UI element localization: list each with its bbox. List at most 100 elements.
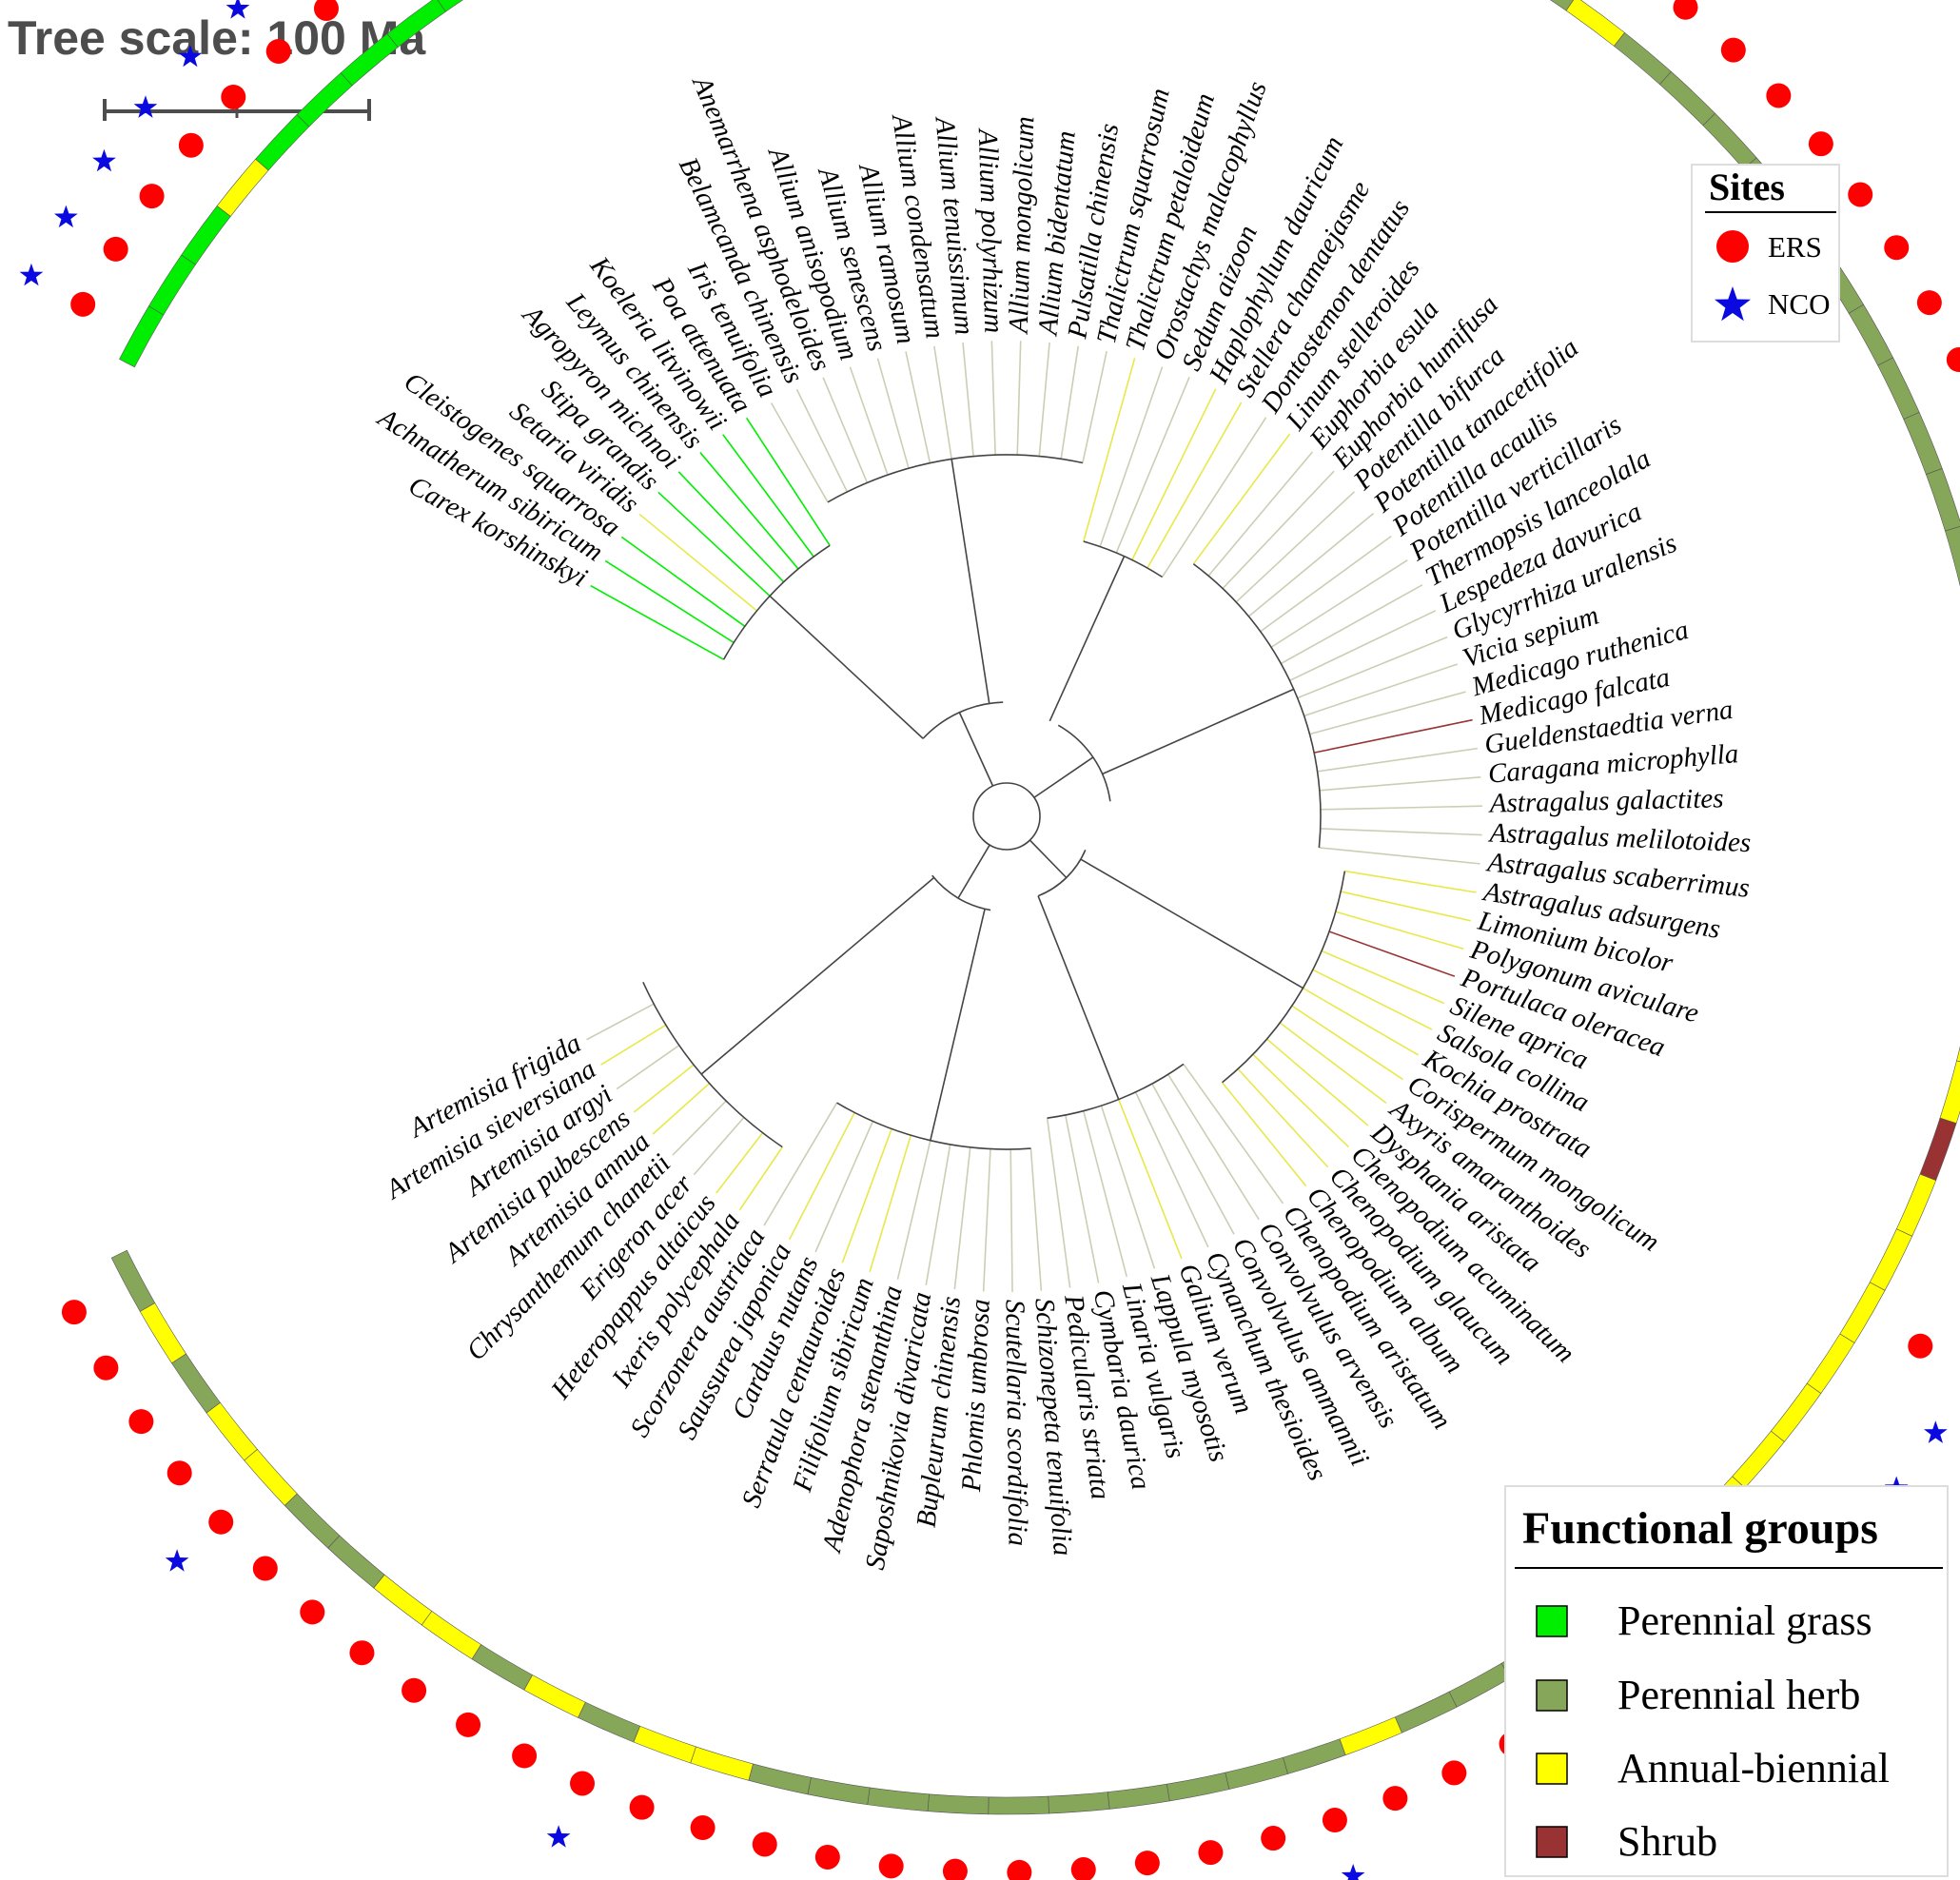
ers-marker-carex-korshinskyi (70, 291, 96, 317)
groups-legend-box (1504, 1485, 1949, 1877)
branch-convolvulus-ammannii (1151, 1083, 1235, 1235)
branch-allium-polyrhizum (990, 341, 996, 456)
ring-segment-axyris-amaranthoides (1770, 1382, 1822, 1442)
nco-marker-carduus-nutans (546, 1825, 571, 1848)
branch-erigeron-acer (693, 1116, 745, 1176)
ring-segment-glycyrrhiza-uralensis (1903, 411, 1943, 476)
functional-group-ring (110, 0, 1960, 1815)
branch-galium-verum (1117, 1099, 1183, 1260)
ring-segment-erigeron-acer (327, 1535, 385, 1589)
ers-marker-potentilla-tanacetifolia (1808, 131, 1833, 157)
clade-stem-6 (930, 909, 986, 1141)
ring-segment-stipa-grandis (255, 114, 310, 171)
branch-allium-condensatum (933, 345, 952, 460)
ring-segment-pedicularis-striata (1107, 1783, 1170, 1810)
branch-astragalus-adsurgens (1344, 870, 1477, 893)
ers-legend-marker (1716, 230, 1749, 263)
branch-koeleria-litvinowii (722, 434, 814, 558)
species-label-astragalus-galactites: Astragalus galactites (1487, 783, 1723, 818)
ring-segment-lappula-myosotis (1283, 1738, 1346, 1774)
branch-polygonum-aviculare (1335, 911, 1464, 950)
ring-segment-bupleurum-chinensis (867, 1787, 930, 1812)
ers-marker-heteropappus-altaicus (349, 1640, 375, 1666)
functional-groups-legend: Functional groups Perennial grass Perenn… (1504, 1485, 1949, 1877)
ers-marker-kochia-prostrata (1908, 1333, 1933, 1359)
branch-medicago-falcata (1313, 718, 1473, 754)
inner-stem-3 (957, 844, 990, 899)
annual-biennial-swatch (1536, 1753, 1568, 1785)
ring-segment-vicia-sepium (1925, 468, 1960, 532)
branch-allium-tenuissimum (962, 343, 974, 457)
ring-segment-dysphania-aristata (1732, 1430, 1785, 1489)
branch-artemisia-annua (652, 1083, 711, 1135)
species-label-scutellaria-scordifolia: Scutellaria scordifolia (999, 1300, 1032, 1546)
nco-legend-marker (1715, 286, 1751, 322)
ring-segment-linum-stelleroides (1565, 0, 1625, 47)
clade-stem-2 (1049, 556, 1126, 722)
ring-segment-euphorbia-esula (1613, 31, 1672, 86)
ers-marker-cynanchum-thesioides (1441, 1760, 1467, 1786)
sites-legend: Sites ERS NCO (1691, 164, 1840, 343)
ers-marker-potentilla-bifurca (1766, 83, 1792, 108)
ers-marker-serratula-centauroides (629, 1794, 655, 1820)
branch-gueldenstaedtia-verna (1317, 747, 1478, 773)
ers-marker-lappula-myosotis (1322, 1808, 1347, 1833)
sites-legend-box (1691, 164, 1840, 343)
branch-saussurea-japonica (788, 1112, 855, 1241)
branch-pedicularis-striata (1046, 1118, 1071, 1288)
branch-dontostemon-dentatus (1161, 417, 1267, 578)
branch-allium-ramosum (905, 351, 931, 463)
ers-marker-ixeris-polycephala (402, 1677, 427, 1703)
shrub-label: Shrub (1617, 1818, 1717, 1865)
ring-segment-lespedeza-davurica (1877, 357, 1920, 421)
branch-bupleurum-chinensis (953, 1146, 971, 1290)
branch-linaria-vulgaris (1082, 1110, 1127, 1278)
branch-astragalus-galactites (1320, 805, 1482, 811)
branch-anemarrhena-asphodeloides (822, 377, 869, 483)
branch-potentilla-tanacetifolia (1247, 512, 1375, 617)
ring-segment-artemisia-annua (244, 1448, 298, 1506)
branch-carex-korshinskyi (590, 584, 725, 660)
clade-stem-5 (1037, 895, 1120, 1100)
ers-marker-setaria-viridis (178, 132, 204, 158)
tree-branches (586, 341, 1482, 1292)
ring-segment-ixeris-polycephala (421, 1610, 482, 1660)
branch-euphorbia-humifusa (1222, 470, 1335, 590)
ring-segment-achnatherum-sibiricum (147, 254, 196, 316)
ring-segment-saussurea-japonica (523, 1674, 586, 1718)
branch-haplophyllum-dauricum (1131, 388, 1217, 560)
ers-marker-artemisia-pubescens (167, 1460, 192, 1486)
nco-marker-cleistogenes-squarrosa (92, 148, 116, 172)
tree-scale-label: Tree scale: 100 Ma (8, 11, 426, 65)
branch-salsola-collina (1312, 969, 1433, 1030)
branch-serratula-centauroides (841, 1128, 892, 1263)
shrub-swatch (1536, 1826, 1568, 1858)
clade-stem-1 (951, 459, 990, 704)
ers-marker-cymbaria-daurica (1198, 1840, 1224, 1866)
branch-lespedeza-davurica (1289, 610, 1437, 682)
branch-artemisia-sieversiana (600, 1024, 667, 1066)
ring-segment-limonium-bicolor (1956, 1046, 1960, 1063)
branch-allium-mongolicum (1016, 341, 1022, 456)
branch-poa-attenuata (746, 417, 831, 546)
branch-adenophora-stenanthina (896, 1140, 931, 1280)
branch-schizonepeta-tenuifolia (1029, 1148, 1043, 1291)
ring-segment-cynanchum-thesioides (1394, 1691, 1458, 1733)
ring-segment-galium-verum (1339, 1716, 1402, 1756)
ers-marker-galium-verum (1382, 1786, 1408, 1811)
branch-thermopsis-lanceolala (1280, 584, 1423, 665)
branch-filifolium-sibiricum (869, 1134, 912, 1273)
nco-marker-artemisia-annua (165, 1549, 189, 1572)
ers-marker-adenophora-stenanthina (752, 1831, 777, 1857)
branch-sedum-aizoon (1115, 377, 1190, 554)
ers-marker-carduus-nutans (570, 1771, 596, 1796)
branch-scutellaria-scordifolia (1009, 1148, 1013, 1292)
branch-glycyrrhiza-uralensis (1297, 636, 1448, 699)
nco-marker-corispermum-mongolicum (1924, 1420, 1948, 1443)
ers-marker-potentilla-verticillaris (1884, 235, 1910, 261)
ring-segment-artemisia-argyi (171, 1353, 221, 1414)
inner-stem-0 (958, 712, 994, 787)
ers-marker-linaria-vulgaris (1261, 1826, 1286, 1851)
branch-medicago-ruthenica (1309, 691, 1466, 735)
branch-allium-senescens (876, 358, 910, 469)
